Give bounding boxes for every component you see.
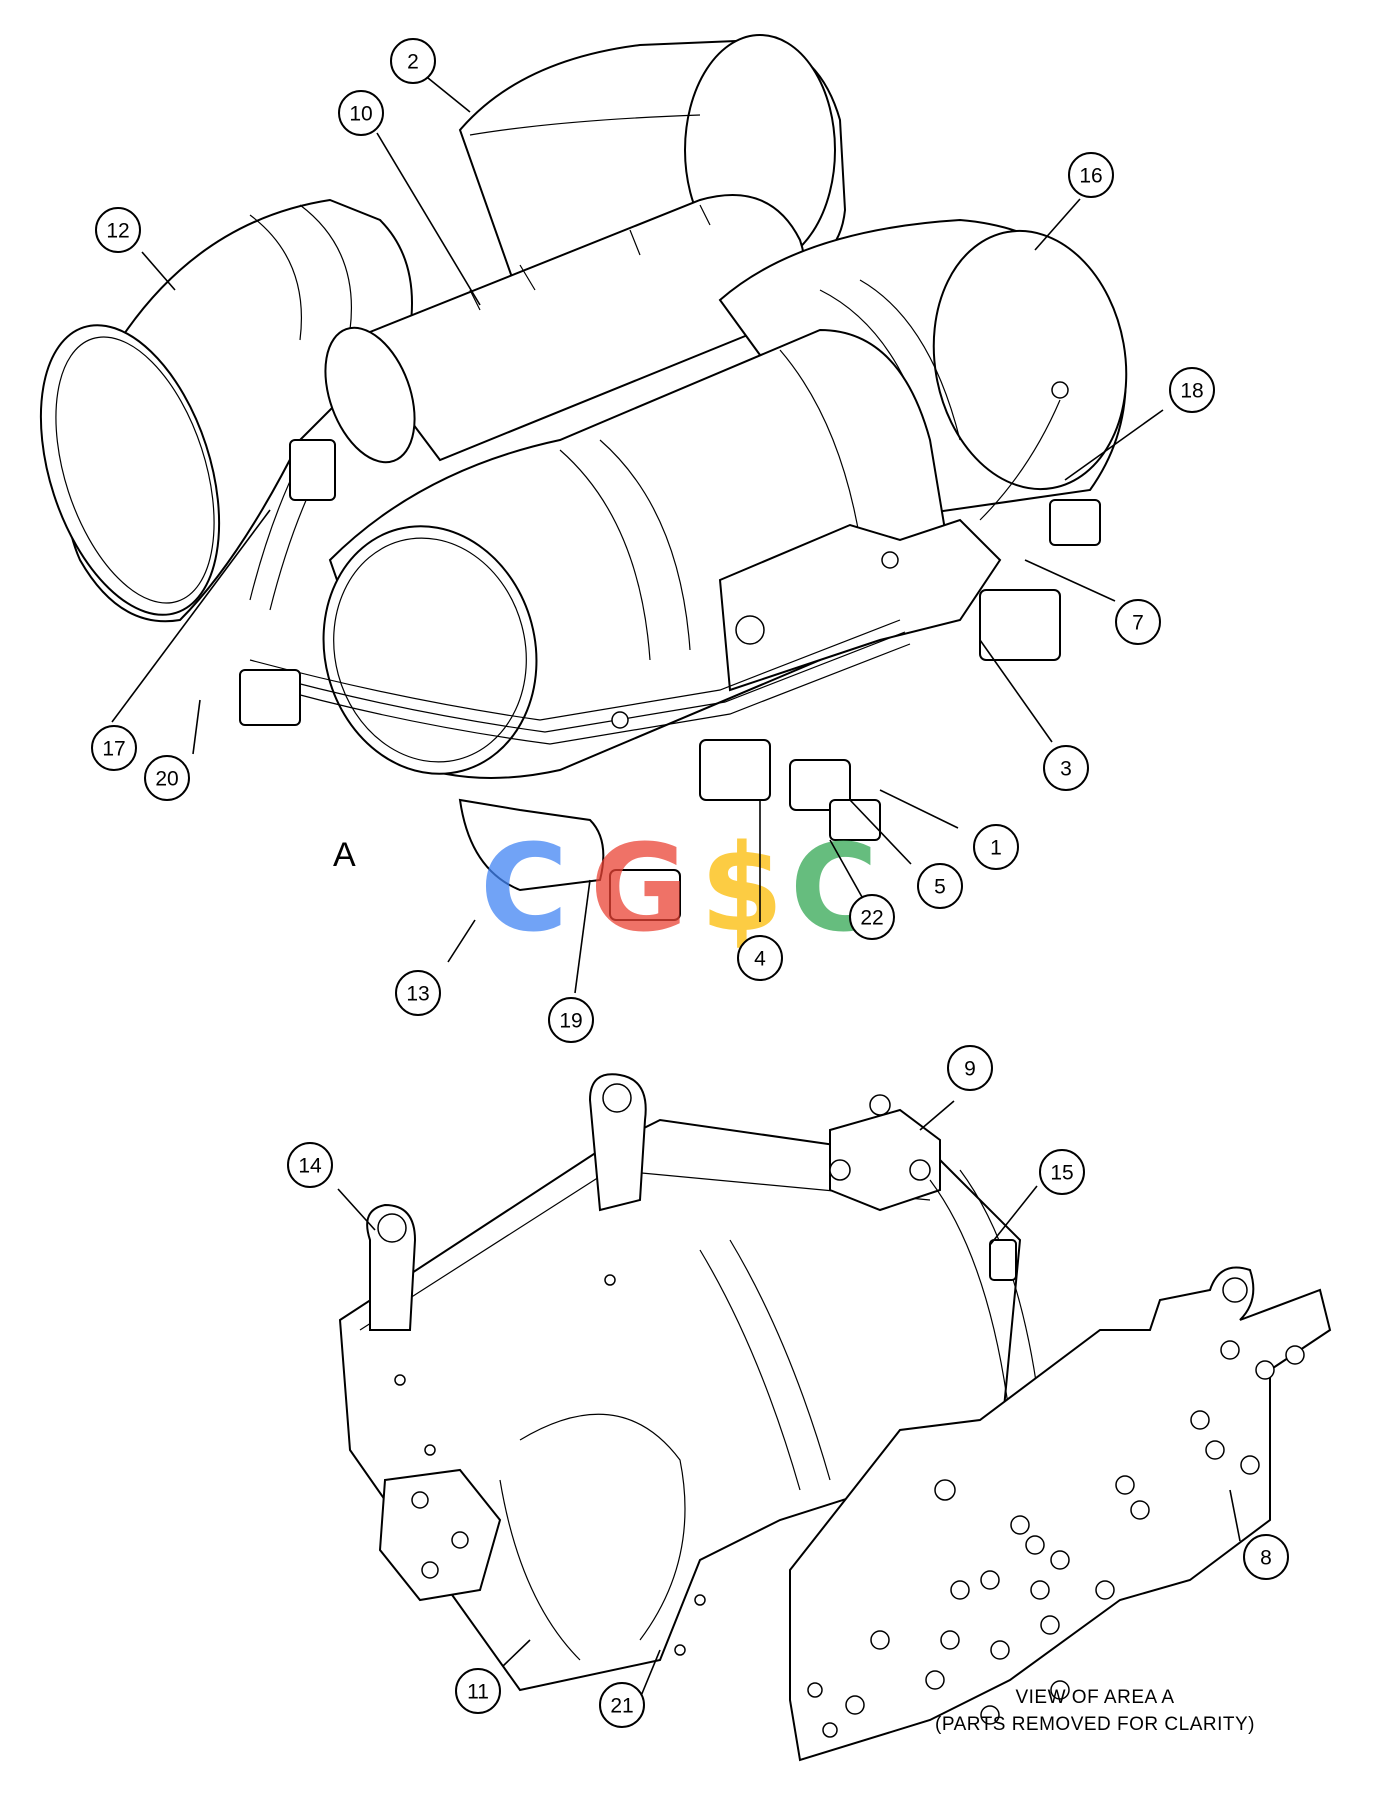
callout-13: 13 [395,970,441,1016]
callout-number: 19 [559,1010,582,1033]
callout-16: 16 [1068,152,1114,198]
callout-number: 7 [1132,612,1144,635]
callout-19: 19 [548,997,594,1043]
callout-number: 18 [1180,380,1203,403]
callout-number: 16 [1079,165,1102,188]
callout-circle [455,1668,501,1714]
callout-number: 12 [106,220,129,243]
callout-22: 22 [849,894,895,940]
callout-number: 4 [754,948,766,971]
callout-number: 22 [860,907,883,930]
callout-circle [395,970,441,1016]
callout-5: 5 [917,863,963,909]
callout-number: 9 [964,1058,976,1081]
callout-number: 20 [155,768,178,791]
callout-12: 12 [95,207,141,253]
callout-circle [390,38,436,84]
callout-20: 20 [144,755,190,801]
callout-number: 2 [407,51,419,74]
callout-circle [1043,745,1089,791]
callout-circle [1115,599,1161,645]
leader-lines [111,77,1241,1697]
callout-1: 1 [973,824,1019,870]
callout-2: 2 [390,38,436,84]
callout-8: 8 [1243,1534,1289,1580]
callout-number: 10 [349,103,372,126]
callout-3: 3 [1043,745,1089,791]
callout-14: 14 [287,1142,333,1188]
watermark-letter-2: G [590,820,689,959]
callout-circle [95,207,141,253]
callout-number: 17 [102,738,125,761]
callout-circle [849,894,895,940]
callout-9: 9 [947,1045,993,1091]
callout-circle [1068,152,1114,198]
callout-circle [287,1142,333,1188]
callout-number: 3 [1060,758,1072,781]
callout-circle [1169,367,1215,413]
callout-15: 15 [1039,1149,1085,1195]
caption-line-1: VIEW OF AREA A [1015,1687,1174,1708]
callout-7: 7 [1115,599,1161,645]
callout-10: 10 [338,90,384,136]
plate-bosses [807,1340,1305,1738]
callout-number: 14 [298,1155,322,1178]
callout-circle [599,1682,645,1728]
watermark-letter-3: $ [700,820,784,959]
callout-number: 5 [934,876,946,899]
caption-line-2: (PARTS REMOVED FOR CLARITY) [935,1714,1255,1735]
callout-number: 15 [1050,1162,1073,1185]
callout-11: 11 [455,1668,501,1714]
callout-circle [947,1045,993,1091]
callout-number: 21 [610,1695,633,1718]
watermark-letter-1: C [480,820,568,959]
callout-number: 11 [467,1681,489,1704]
callout-circle [548,997,594,1043]
callout-17: 17 [91,725,137,771]
callout-18: 18 [1169,367,1215,413]
callout-number: 13 [406,983,429,1006]
callout-circle [737,935,783,981]
aftertreatment-assembly [39,34,1128,921]
callout-circle [338,90,384,136]
callout-circle [917,863,963,909]
callout-circle [973,824,1019,870]
callout-21: 21 [599,1682,645,1728]
watermark: C G $ C [480,820,878,959]
area-label: A [333,836,356,874]
callout-circle [1243,1534,1289,1580]
callout-circle [144,755,190,801]
callout-4: 4 [737,935,783,981]
callout-circle [1039,1149,1085,1195]
callout-circle [91,725,137,771]
callout-number: 8 [1260,1547,1272,1570]
callout-number: 1 [990,837,1002,860]
view-of-area-a [338,1073,1332,1762]
